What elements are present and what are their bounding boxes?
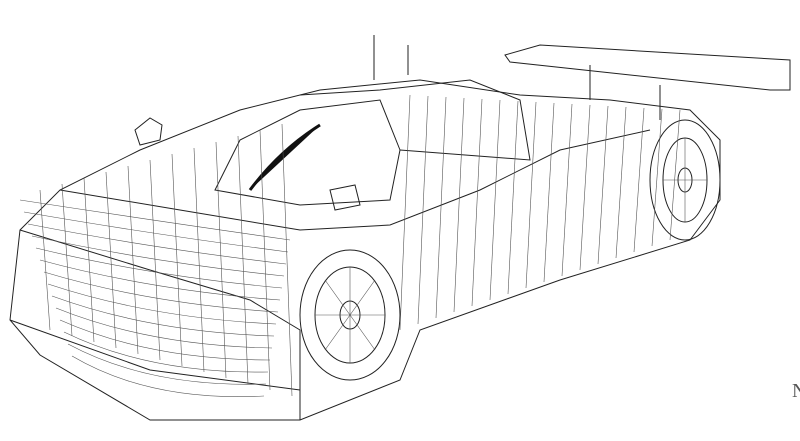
mesh-line xyxy=(105,171,117,349)
mesh-line xyxy=(171,153,183,367)
mesh-line xyxy=(417,95,429,325)
mesh-line xyxy=(27,223,287,265)
mesh-line xyxy=(83,177,95,343)
mesh-line xyxy=(193,147,205,373)
mesh-line xyxy=(281,123,293,397)
mesh-line xyxy=(669,109,681,241)
rear-wheel xyxy=(649,119,721,241)
car-body-outline xyxy=(9,79,721,421)
mesh-line xyxy=(259,129,271,391)
mesh-line xyxy=(61,183,73,337)
mesh-line xyxy=(489,99,501,301)
mesh-line xyxy=(507,100,519,295)
mesh-line xyxy=(543,102,555,283)
mesh-line xyxy=(127,165,139,355)
mesh-line xyxy=(55,307,273,349)
mesh-line xyxy=(19,199,291,241)
mesh-line xyxy=(35,247,283,289)
mesh-line xyxy=(215,141,227,379)
mesh-line xyxy=(39,189,51,331)
antennas xyxy=(373,35,409,80)
mesh-line xyxy=(399,94,411,331)
mesh-line xyxy=(31,235,285,277)
mesh-line xyxy=(435,96,447,319)
mesh-line xyxy=(47,283,277,325)
mesh-line xyxy=(579,104,591,271)
mesh-line xyxy=(597,105,609,265)
mesh-line xyxy=(525,101,537,289)
mesh-line xyxy=(59,319,271,361)
corner-text: N xyxy=(792,380,800,402)
mesh-line xyxy=(23,211,289,253)
wiper xyxy=(248,123,321,191)
rear-wing xyxy=(504,44,791,120)
front-wheel xyxy=(299,249,401,381)
mesh-line xyxy=(237,135,249,385)
mesh-line xyxy=(149,159,161,361)
mesh-line xyxy=(633,107,645,253)
mesh-line xyxy=(453,97,465,313)
mesh-line xyxy=(615,106,627,259)
mesh-line xyxy=(51,295,275,337)
mesh-line xyxy=(561,103,573,277)
mesh-line xyxy=(39,259,281,301)
mesh-line xyxy=(43,271,279,313)
mesh-line xyxy=(471,98,483,307)
mesh-line xyxy=(63,331,269,373)
mesh-line xyxy=(71,355,265,397)
mesh-line xyxy=(67,343,267,385)
wireframe-mesh xyxy=(19,94,681,397)
mirrors xyxy=(134,117,361,211)
windshield xyxy=(214,99,401,206)
mesh-line xyxy=(651,108,663,247)
